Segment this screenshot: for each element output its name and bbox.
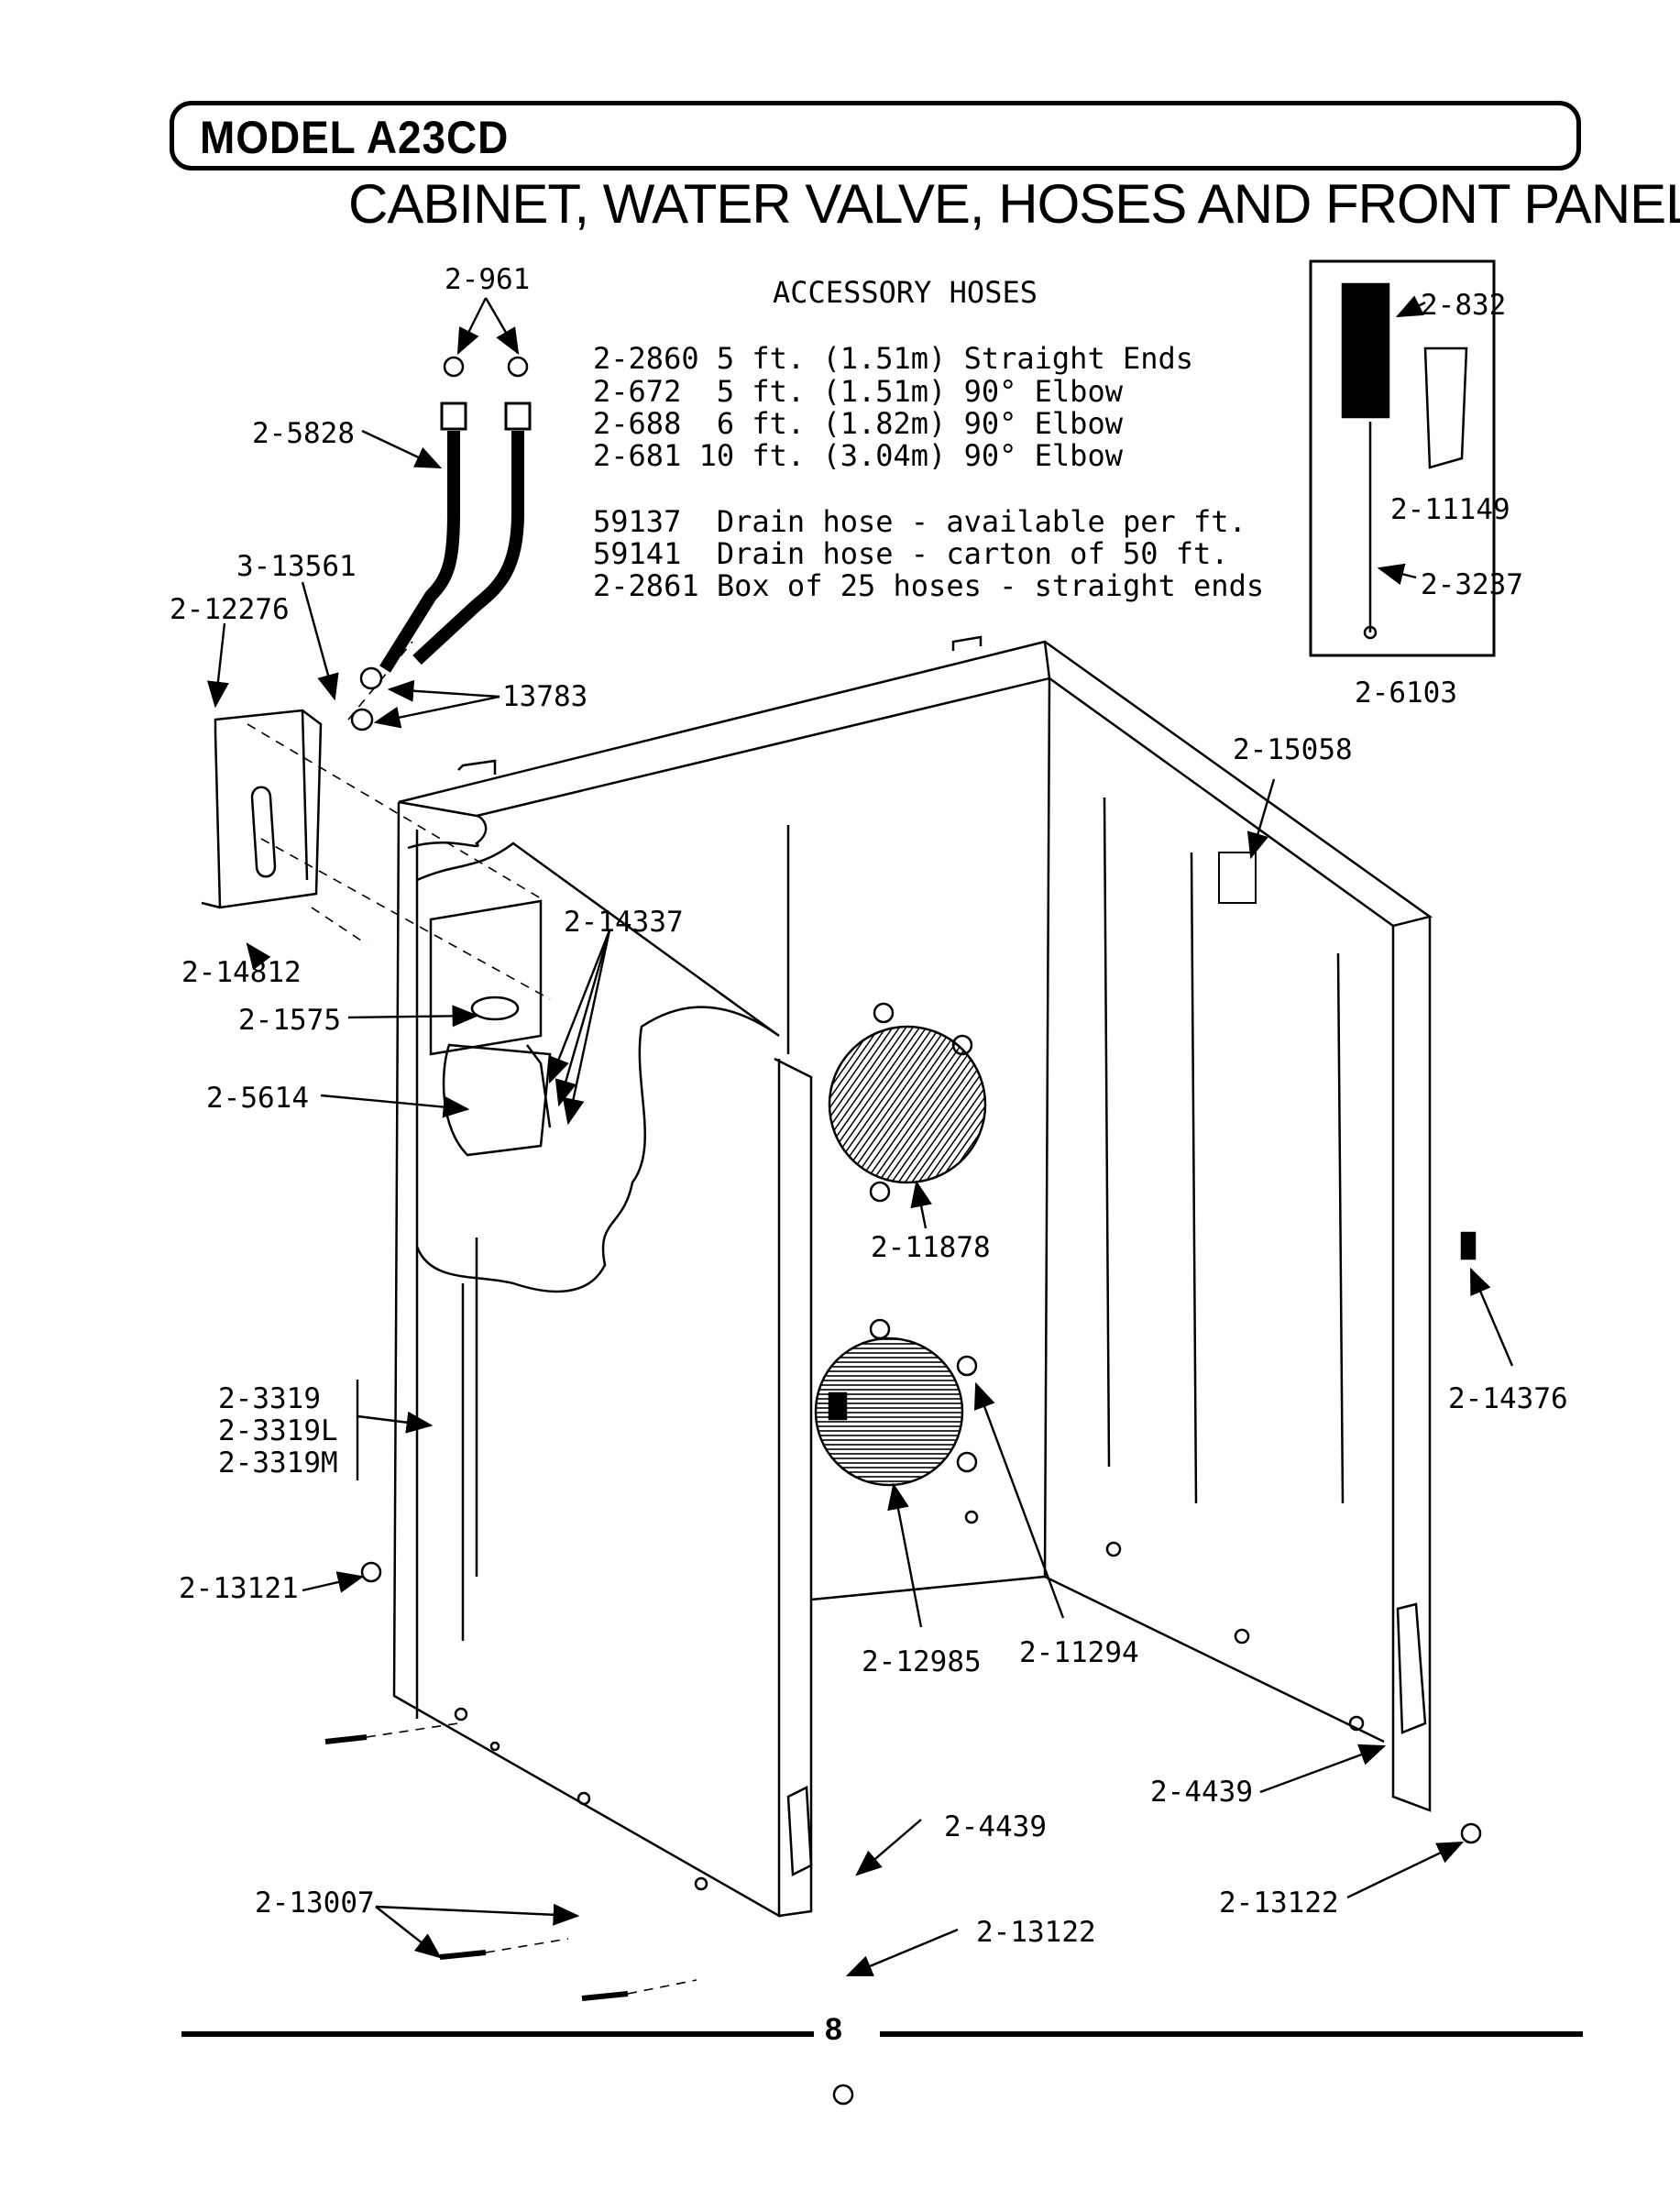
part-label-2-13007: 2-13007 [255, 1886, 375, 1920]
part-label-2-1575: 2-1575 [238, 1004, 341, 1037]
part-label-2-14337: 2-14337 [564, 906, 684, 939]
footer-rule-left [181, 2031, 814, 2037]
part-label-2-14812: 2-14812 [181, 956, 302, 989]
part-label-2-12276: 2-12276 [170, 593, 290, 626]
part-label-2-4439-rear: 2-4439 [1150, 1776, 1253, 1809]
drain-line-2: 59141 Drain hose - carton of 50 ft. [593, 536, 1229, 571]
drain-line-3: 2-2861 Box of 25 hoses - straight ends [593, 568, 1265, 603]
part-label-2-11149: 2-11149 [1390, 493, 1510, 526]
accessory-line-1: 2-2860 5 ft. (1.51m) Straight Ends [593, 341, 1194, 376]
part-label-13783: 13783 [502, 680, 588, 713]
model-header-box: MODEL A23CD [170, 101, 1581, 170]
footer-rule-right [880, 2031, 1583, 2037]
part-label-2-11294: 2-11294 [1019, 1636, 1139, 1669]
part-label-2-3237: 2-3237 [1421, 568, 1523, 601]
part-label-2-832: 2-832 [1421, 289, 1507, 322]
part-label-2-13122-rear: 2-13122 [1219, 1886, 1339, 1920]
part-label-2-11878: 2-11878 [871, 1231, 991, 1264]
accessory-heading: ACCESSORY HOSES [773, 275, 1038, 310]
part-label-2-3319M: 2-3319M [218, 1446, 338, 1480]
part-label-2-15058: 2-15058 [1233, 733, 1353, 766]
accessory-line-3: 2-688 6 ft. (1.82m) 90° Elbow [593, 406, 1123, 441]
model-name: MODEL A23CD [200, 112, 510, 163]
part-label-2-14376: 2-14376 [1448, 1382, 1568, 1415]
part-label-2-961: 2-961 [445, 263, 531, 296]
part-label-2-5828: 2-5828 [252, 417, 355, 450]
part-label-2-3319: 2-3319 [218, 1382, 321, 1415]
part-label-3-13561: 3-13561 [236, 550, 357, 583]
page-title: CABINET, WATER VALVE, HOSES AND FRONT PA… [348, 173, 1680, 235]
drain-line-1: 59137 Drain hose - available per ft. [593, 504, 1246, 539]
part-label-2-6103: 2-6103 [1355, 676, 1457, 710]
part-label-2-12985: 2-12985 [862, 1645, 982, 1678]
part-label-2-13121: 2-13121 [179, 1572, 299, 1605]
part-label-2-4439-front: 2-4439 [944, 1810, 1047, 1843]
part-label-2-13122-front: 2-13122 [976, 1916, 1096, 1949]
page-number: 8 [825, 2012, 842, 2047]
part-label-2-5614: 2-5614 [206, 1082, 309, 1115]
part-label-2-3319L: 2-3319L [218, 1414, 338, 1447]
accessory-line-2: 2-672 5 ft. (1.51m) 90° Elbow [593, 374, 1123, 409]
accessory-line-4: 2-681 10 ft. (3.04m) 90° Elbow [593, 438, 1123, 473]
